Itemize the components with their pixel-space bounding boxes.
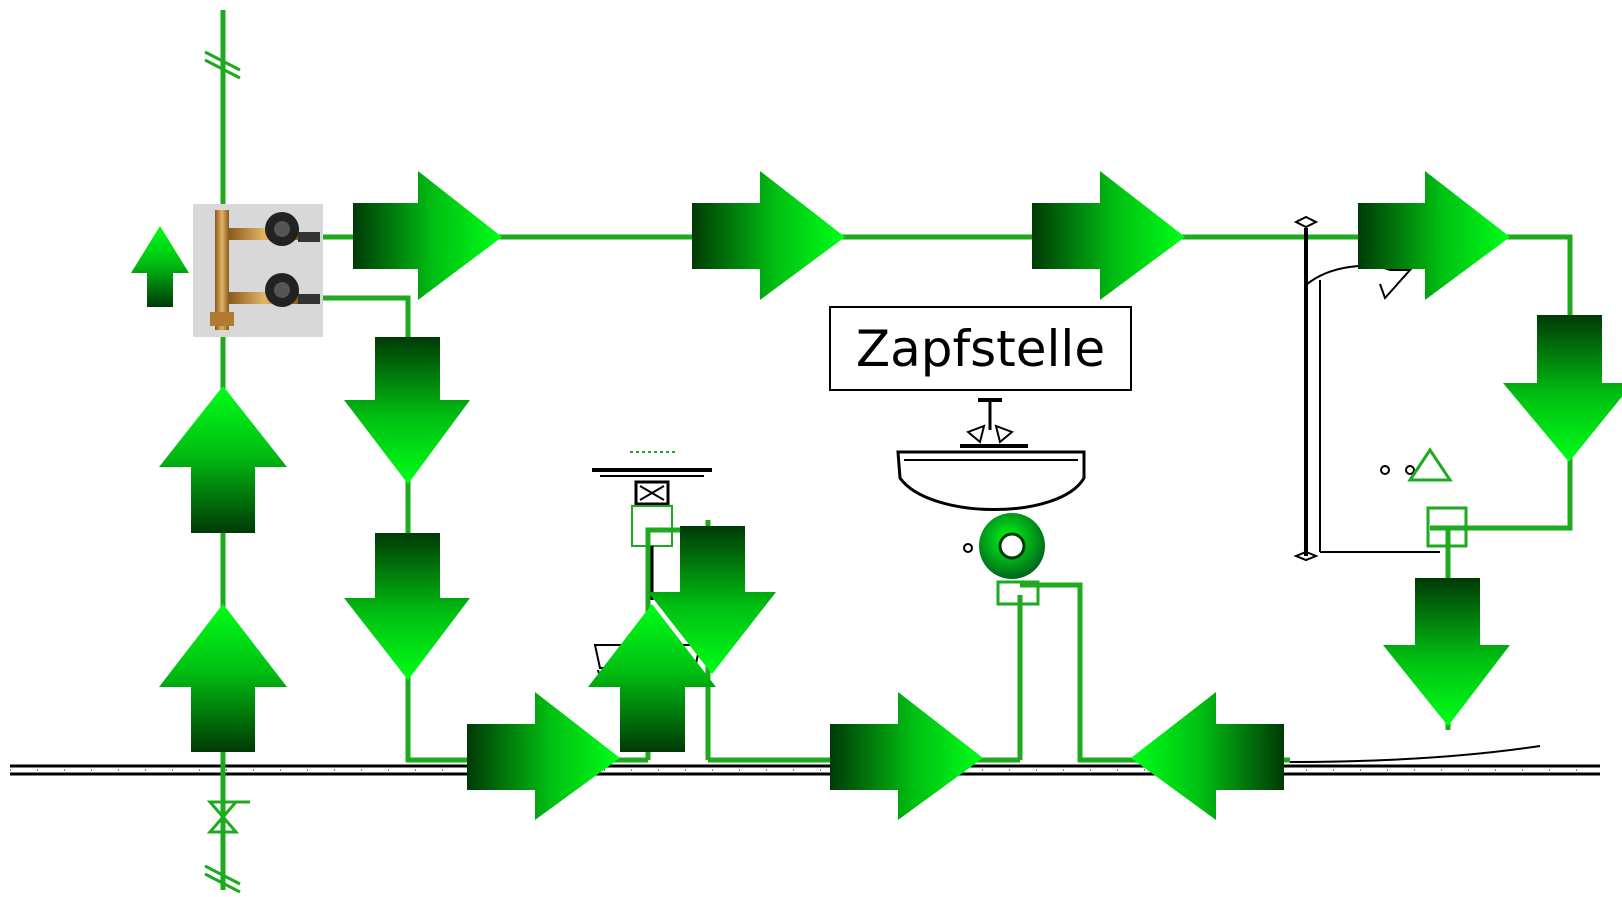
- arrow-up-riser-1: [159, 386, 287, 533]
- floor-line: [10, 764, 1600, 776]
- arrow-left-bottom: [1131, 692, 1284, 820]
- washbasin-fixture: [896, 398, 1086, 553]
- shut-off-valve: [206, 800, 250, 834]
- arrow-right-bottom-1: [467, 692, 620, 820]
- arrow-down-toilet: [648, 526, 776, 674]
- meter-unit: [193, 204, 323, 337]
- flow-arrows: [131, 171, 1622, 820]
- arrow-down-return-2: [344, 533, 470, 680]
- arrow-right-4: [1358, 171, 1510, 300]
- zapfstelle-label: Zapfstelle: [829, 306, 1132, 391]
- return-pipe: [320, 295, 648, 763]
- arrow-right-1: [353, 171, 502, 300]
- arrow-down-right-column: [1503, 315, 1622, 462]
- circulation-pump: [979, 513, 1045, 606]
- arrow-up-small: [131, 226, 189, 307]
- arrow-up-toilet: [588, 604, 716, 752]
- arrow-down-return-1: [344, 337, 470, 484]
- arrow-right-2: [692, 171, 845, 300]
- arrow-right-bottom-2: [830, 692, 983, 820]
- arrow-down-shower: [1383, 578, 1510, 726]
- shower-fixture: [1289, 215, 1541, 763]
- arrow-up-riser-2: [159, 604, 287, 752]
- arrow-right-3: [1032, 171, 1185, 300]
